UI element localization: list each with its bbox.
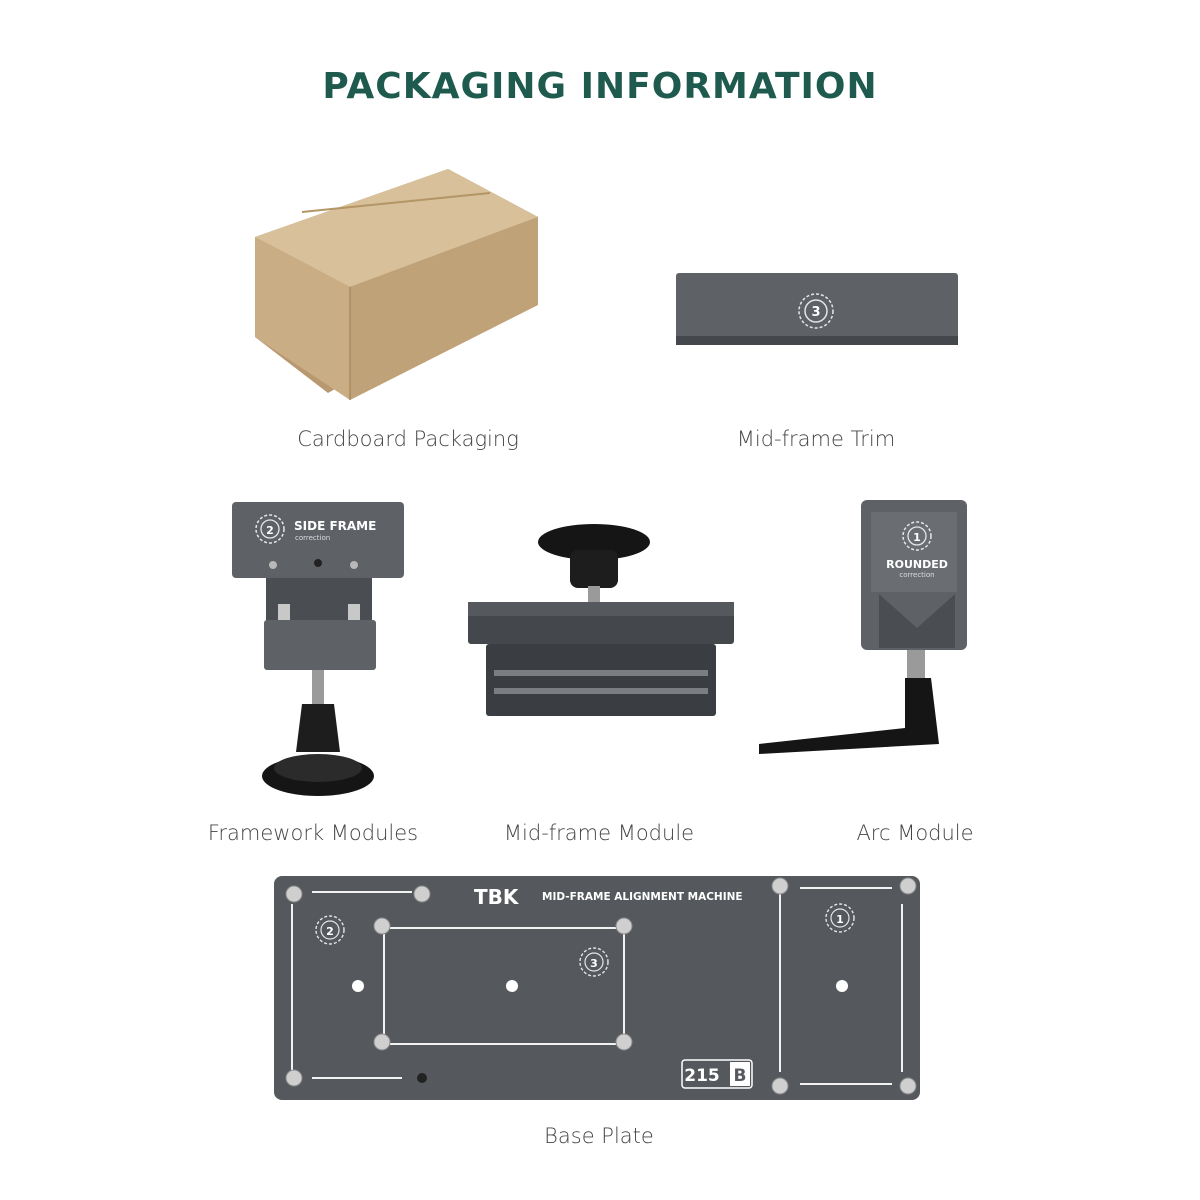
svg-text:correction: correction [899, 571, 934, 579]
svg-text:3: 3 [590, 957, 598, 970]
svg-text:2: 2 [266, 524, 274, 537]
cardboard-box-image [255, 169, 538, 400]
svg-text:SIDE FRAME: SIDE FRAME [294, 519, 376, 533]
cardboard-packaging-caption: Cardboard Packaging [297, 427, 519, 451]
arc-module-caption: Arc Module [856, 821, 974, 845]
base-badge-3-icon: 3 [579, 947, 609, 977]
svg-text:correction: correction [295, 534, 330, 542]
badge-2-icon: 2 [255, 514, 285, 544]
svg-text:215: 215 [684, 1066, 720, 1086]
svg-text:3: 3 [811, 305, 820, 320]
framework-modules-caption: Framework Modules [207, 821, 419, 845]
base-plate-caption: Base Plate [544, 1124, 654, 1148]
badge-3-icon: 3 [798, 293, 834, 329]
svg-text:1: 1 [836, 913, 844, 926]
mid-frame-trim-image: 3 [676, 273, 958, 345]
framework-module-image: 2 SIDE FRAME correction [232, 502, 404, 796]
badge-1-icon: 1 [902, 521, 932, 551]
svg-text:MID-FRAME ALIGNMENT MACHINE: MID-FRAME ALIGNMENT MACHINE [542, 891, 743, 903]
base-badge-1-icon: 1 [825, 903, 855, 933]
page-title: PACKAGING INFORMATION [322, 66, 878, 107]
svg-text:1: 1 [913, 531, 921, 544]
model-badge: 215 B [681, 1059, 753, 1089]
svg-text:B: B [734, 1066, 747, 1086]
arc-module-image: 1 ROUNDED correction [759, 500, 967, 754]
svg-text:2: 2 [326, 925, 334, 938]
mid-frame-module-image [468, 524, 734, 716]
mid-frame-module-caption: Mid-frame Module [503, 821, 695, 845]
mid-frame-trim-caption: Mid-frame Trim [736, 427, 896, 451]
svg-text:TBK: TBK [474, 885, 520, 909]
base-badge-2-icon: 2 [315, 915, 345, 945]
base-plate-image: TBK MID-FRAME ALIGNMENT MACHINE 2 [274, 876, 920, 1100]
svg-text:ROUNDED: ROUNDED [886, 558, 948, 571]
